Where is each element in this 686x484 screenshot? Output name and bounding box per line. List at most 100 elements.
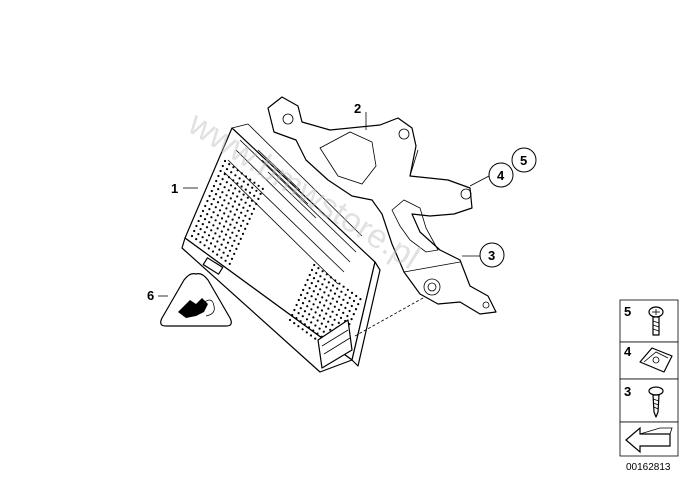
vent-hole <box>236 169 239 172</box>
vent-hole <box>204 204 207 208</box>
vent-hole <box>238 203 241 206</box>
screw-icon <box>648 306 664 336</box>
vent-hole <box>203 231 206 234</box>
vent-hole <box>312 290 315 293</box>
vent-hole <box>295 303 298 307</box>
vent-hole <box>221 164 224 168</box>
callout-5-label: 5 <box>520 153 527 168</box>
vent-hole <box>235 234 238 237</box>
vent-hole <box>314 324 317 327</box>
vent-hole <box>314 337 317 340</box>
vent-hole <box>222 238 225 241</box>
legend-label-3: 3 <box>624 384 631 399</box>
vent-hole <box>299 320 302 323</box>
vent-hole <box>335 300 339 303</box>
vent-hole <box>304 283 307 287</box>
vent-hole <box>346 288 349 291</box>
vent-hole <box>216 214 219 217</box>
vent-hole <box>211 250 215 253</box>
mounting-bracket[interactable] <box>267 96 497 315</box>
vent-hole <box>320 322 323 325</box>
vent-hole <box>318 314 321 317</box>
vent-hole <box>301 302 305 305</box>
vent-hole <box>246 196 249 199</box>
vent-hole <box>299 293 303 297</box>
vent-hole <box>201 223 204 226</box>
vent-hole <box>205 239 208 242</box>
vent-hole <box>212 198 215 201</box>
vent-hole <box>209 242 213 245</box>
vent-hole <box>250 199 254 202</box>
vent-hole <box>352 313 355 316</box>
vent-hole <box>223 212 226 215</box>
callout-4[interactable]: 4 <box>488 162 514 188</box>
vent-hole <box>207 247 210 250</box>
clip-nut-icon <box>639 347 673 373</box>
vent-hole <box>299 307 302 310</box>
vent-hole <box>350 318 353 321</box>
vent-hole <box>318 327 321 330</box>
amplifier-unit[interactable] <box>181 123 433 373</box>
vent-hole <box>244 188 247 191</box>
vent-hole <box>237 216 241 219</box>
vent-hole <box>233 213 236 216</box>
vent-hole <box>323 304 326 307</box>
vent-hole <box>331 323 334 326</box>
vent-hole <box>329 302 332 305</box>
vent-hole <box>303 310 307 313</box>
vent-hole <box>227 176 231 179</box>
vent-hole <box>314 298 317 301</box>
vent-hole <box>215 179 218 183</box>
vent-hole <box>193 229 196 233</box>
vent-hole <box>206 199 209 203</box>
warning-label[interactable] <box>160 273 232 327</box>
vent-holes <box>190 159 264 265</box>
vent-hole <box>231 244 234 247</box>
vent-hole <box>342 285 345 288</box>
vent-hole <box>231 192 235 195</box>
vent-hole <box>329 315 332 318</box>
vent-hole <box>225 181 228 184</box>
reference-number: 00162813 <box>626 462 671 473</box>
vent-hole <box>327 294 330 297</box>
vent-hole <box>331 297 334 300</box>
vent-hole <box>288 318 292 322</box>
vent-hole <box>195 238 198 241</box>
vent-hole <box>240 172 243 175</box>
vent-hole <box>251 186 254 189</box>
vent-hole <box>350 291 354 294</box>
vent-hole <box>333 305 336 308</box>
vent-hole <box>248 191 252 194</box>
vent-hole <box>234 174 237 177</box>
vent-hole <box>244 201 247 204</box>
vent-hole <box>217 174 220 178</box>
vent-hole <box>190 234 194 238</box>
vent-hole <box>199 214 202 218</box>
vent-hole <box>220 243 223 246</box>
vent-hole <box>352 299 356 303</box>
vent-hole <box>346 314 349 318</box>
vent-hole <box>222 225 226 228</box>
vent-hole <box>344 306 347 309</box>
vent-hole <box>319 275 322 278</box>
vent-hole <box>222 251 225 254</box>
vent-hole <box>297 312 300 315</box>
vent-hole <box>214 206 217 209</box>
vent-hole <box>312 277 316 280</box>
vent-hole <box>229 210 232 213</box>
vent-hole <box>293 308 296 312</box>
callout-5[interactable]: 5 <box>511 147 537 173</box>
vent-hole <box>329 289 332 292</box>
vent-hole <box>212 211 215 214</box>
vent-hole <box>257 184 260 187</box>
vent-hole <box>221 191 224 194</box>
vent-hole <box>316 319 319 322</box>
vent-hole <box>310 282 313 285</box>
vent-hole <box>317 267 320 270</box>
callout-3[interactable]: 3 <box>479 242 505 268</box>
vent-hole <box>229 184 233 187</box>
vent-hole <box>234 187 237 190</box>
vent-hole <box>210 229 213 232</box>
vent-hole <box>314 285 318 288</box>
vent-hole <box>223 173 226 176</box>
